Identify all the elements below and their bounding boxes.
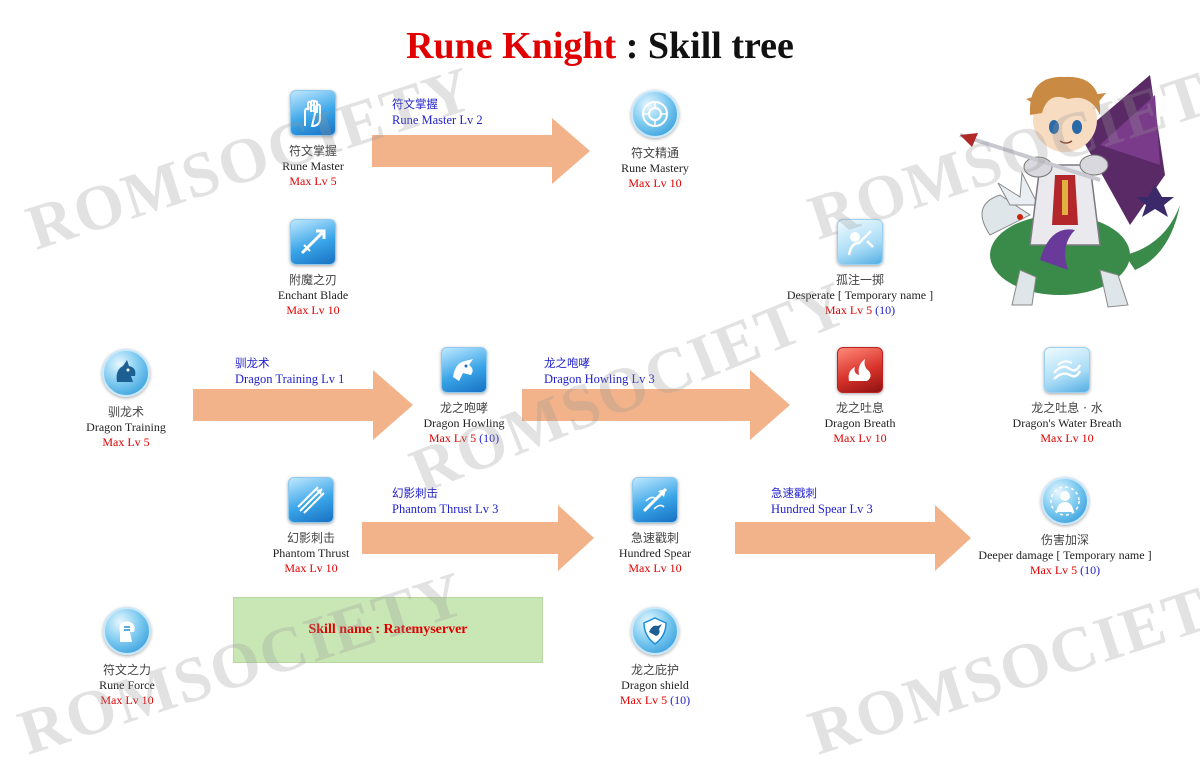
skill-en-name: Deeper damage [ Temporary name ] xyxy=(978,548,1152,562)
skill-name-source-note: Skill name : Ratemyserver xyxy=(233,597,543,663)
requirement-label: 驯龙术 Dragon Training Lv 1 xyxy=(235,355,344,387)
skill-max-level: Max Lv 5 xyxy=(289,174,337,188)
hundred-spear-icon xyxy=(632,477,678,523)
prerequisite-arrow xyxy=(522,370,790,440)
requirement-cn: 驯龙术 xyxy=(235,356,270,370)
skill-max-level: Max Lv 5 (10) xyxy=(619,693,691,707)
skill-cn-name: 驯龙术 xyxy=(107,405,144,419)
skill-cn-name: 符文精通 xyxy=(630,146,679,160)
requirement-en: Dragon Training Lv 1 xyxy=(235,372,345,386)
skill-dragon-training[interactable]: 驯龙术 Dragon Training Max Lv 5 xyxy=(16,349,236,450)
requirement-en: Rune Master Lv 2 xyxy=(392,113,483,127)
skill-en-name: Dragon Breath xyxy=(824,416,896,430)
skill-cn-name: 伤害加深 xyxy=(1040,533,1089,547)
skill-cn-name: 龙之吐息 · 水 xyxy=(1031,401,1103,415)
skill-en-name: Dragon Howling xyxy=(423,416,505,430)
skill-en-name: Hundred Spear xyxy=(618,546,692,560)
rune-fist-icon xyxy=(103,607,151,655)
requirement-en: Phantom Thrust Lv 3 xyxy=(392,502,499,516)
howling-icon xyxy=(441,347,487,393)
prerequisite-arrow xyxy=(362,505,594,571)
requirement-cn: 急速戳刺 xyxy=(771,486,817,500)
skill-en-name: Enchant Blade xyxy=(277,288,349,302)
rune-hand-icon xyxy=(290,90,336,136)
water-breath-icon xyxy=(1044,347,1090,393)
skill-max-level: Max Lv 10 xyxy=(628,176,682,190)
skill-cn-name: 符文之力 xyxy=(102,663,151,677)
skill-max-level: Max Lv 10 xyxy=(286,303,340,317)
rune-knight-character-illustration xyxy=(959,75,1180,308)
skill-hundred-spear[interactable]: 急速戳刺 Hundred Spear Max Lv 10 xyxy=(545,477,765,576)
requirement-cn: 龙之咆哮 xyxy=(544,356,590,370)
requirement-label: 龙之咆哮 Dragon Howling Lv 3 xyxy=(544,355,655,387)
desperate-icon xyxy=(837,219,883,265)
skill-en-name: Rune Force xyxy=(99,678,155,692)
title-subtitle: Skill tree xyxy=(647,25,794,67)
skill-rune-mastery[interactable]: 符文精通 Rune Mastery Max Lv 10 xyxy=(545,90,765,191)
prerequisite-arrow xyxy=(735,505,971,571)
rune-circle-icon xyxy=(631,90,679,138)
skill-max-level: Max Lv 10 xyxy=(628,561,682,575)
requirement-cn: 符文掌握 xyxy=(392,97,438,111)
skill-max-level: Max Lv 10 xyxy=(1040,431,1094,445)
prerequisite-arrow xyxy=(193,370,413,440)
skill-max-level: Max Lv 5 (10) xyxy=(824,303,896,317)
skill-max-level: Max Lv 5 xyxy=(102,435,150,449)
page-title: Rune Knight : Skill tree xyxy=(0,24,1200,68)
enchant-blade-icon xyxy=(290,219,336,265)
skill-desperate[interactable]: 孤注一掷 Desperate [ Temporary name ] Max Lv… xyxy=(750,219,970,318)
skill-max-level: Max Lv 10 xyxy=(100,693,154,707)
skill-dragons-water-breath[interactable]: 龙之吐息 · 水 Dragon's Water Breath Max Lv 10 xyxy=(957,347,1177,446)
requirement-label: 幻影刺击 Phantom Thrust Lv 3 xyxy=(392,485,498,517)
title-class-name: Rune Knight xyxy=(406,25,617,67)
skill-cn-name: 幻影刺击 xyxy=(286,531,335,545)
watermark: ROMSOCIETY xyxy=(800,557,1200,769)
skill-rune-force[interactable]: 符文之力 Rune Force Max Lv 10 xyxy=(17,607,237,708)
requirement-label: 急速戳刺 Hundred Spear Lv 3 xyxy=(771,485,873,517)
fire-breath-icon xyxy=(837,347,883,393)
skill-cn-name: 龙之咆哮 xyxy=(439,401,488,415)
skill-enchant-blade[interactable]: 附魔之刃 Enchant Blade Max Lv 10 xyxy=(203,219,423,318)
skill-cn-name: 附魔之刃 xyxy=(288,273,337,287)
skill-en-name: Rune Master xyxy=(282,159,344,173)
dragon-head-icon xyxy=(102,349,150,397)
skill-en-name: Dragon shield xyxy=(621,678,689,692)
deeper-damage-icon xyxy=(1041,477,1089,525)
skill-cn-name: 孤注一掷 xyxy=(835,273,884,287)
skill-deeper-damage[interactable]: 伤害加深 Deeper damage [ Temporary name ] Ma… xyxy=(955,477,1175,578)
skill-en-name: Dragon's Water Breath xyxy=(1012,416,1122,430)
skill-cn-name: 急速戳刺 xyxy=(630,531,679,545)
title-separator: : xyxy=(625,25,639,67)
skill-max-level: Max Lv 10 xyxy=(833,431,887,445)
spear-thrust-icon xyxy=(288,477,334,523)
skill-rune-master[interactable]: 符文掌握 Rune Master Max Lv 5 xyxy=(203,90,423,189)
skill-phantom-thrust[interactable]: 幻影刺击 Phantom Thrust Max Lv 10 xyxy=(201,477,421,576)
dragon-shield-icon xyxy=(631,607,679,655)
requirement-cn: 幻影刺击 xyxy=(392,486,438,500)
skill-dragon-shield[interactable]: 龙之庇护 Dragon shield Max Lv 5 (10) xyxy=(545,607,765,708)
skill-dragon-breath[interactable]: 龙之吐息 Dragon Breath Max Lv 10 xyxy=(750,347,970,446)
skill-cn-name: 龙之吐息 xyxy=(835,401,884,415)
skill-max-level: Max Lv 5 (10) xyxy=(428,431,500,445)
prerequisite-arrow xyxy=(372,118,590,184)
skill-en-name: Desperate [ Temporary name ] xyxy=(786,288,934,302)
skill-max-level: Max Lv 10 xyxy=(284,561,338,575)
requirement-en: Dragon Howling Lv 3 xyxy=(544,372,655,386)
requirement-label: 符文掌握 Rune Master Lv 2 xyxy=(392,96,483,128)
skill-cn-name: 符文掌握 xyxy=(288,144,337,158)
skill-en-name: Dragon Training xyxy=(86,420,166,434)
skill-en-name: Phantom Thrust xyxy=(272,546,350,560)
skill-max-level: Max Lv 5 (10) xyxy=(1029,563,1101,577)
requirement-en: Hundred Spear Lv 3 xyxy=(771,502,873,516)
skill-dragon-howling[interactable]: 龙之咆哮 Dragon Howling Max Lv 5 (10) xyxy=(354,347,574,446)
skill-cn-name: 龙之庇护 xyxy=(630,663,679,677)
skill-en-name: Rune Mastery xyxy=(621,161,689,175)
